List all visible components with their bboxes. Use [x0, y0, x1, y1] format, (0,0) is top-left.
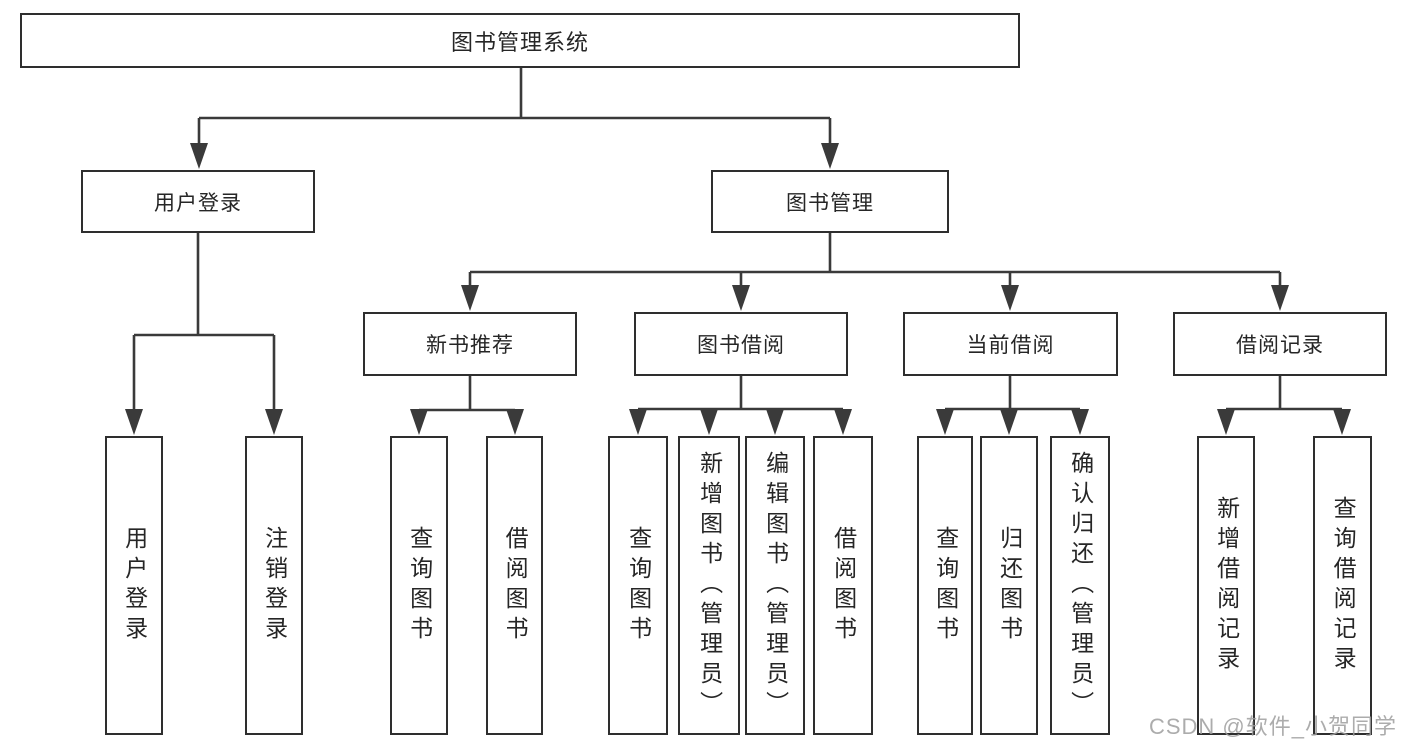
leaf-borrow-query-books-label: 查询图书	[625, 525, 652, 646]
leaf-newbook-borrow-books: 借阅图书	[486, 436, 543, 735]
leaf-current-return-books-label: 归还图书	[996, 525, 1023, 646]
leaf-logout: 注销登录	[245, 436, 303, 735]
node-user-login-label: 用户登录	[154, 191, 242, 215]
leaf-newbook-borrow-books-label: 借阅图书	[502, 525, 529, 646]
leaf-borrow-edit-books-admin: 编辑图书（管理员）	[745, 436, 805, 735]
node-book-management: 图书管理	[711, 170, 949, 233]
csdn-watermark: CSDN @软件_小贺同学	[1148, 714, 1397, 739]
leaf-current-confirm-return-admin: 确认归还（管理员）	[1050, 436, 1110, 735]
leaf-current-return-books: 归还图书	[980, 436, 1038, 735]
node-new-book-recommend: 新书推荐	[363, 312, 577, 376]
leaf-newbook-query-books-label: 查询图书	[406, 525, 433, 646]
leaf-logout-label: 注销登录	[261, 525, 288, 646]
node-current-borrow: 当前借阅	[903, 312, 1118, 376]
leaf-record-add-borrow-record-label: 新增借阅记录	[1213, 495, 1240, 676]
leaf-user-login-label: 用户登录	[121, 525, 148, 646]
leaf-current-confirm-return-admin-label: 确认归还（管理员）	[1067, 450, 1094, 721]
leaf-borrow-borrow-books-label: 借阅图书	[830, 525, 857, 646]
leaf-borrow-borrow-books: 借阅图书	[813, 436, 873, 735]
node-user-login: 用户登录	[81, 170, 315, 233]
node-new-book-recommend-label: 新书推荐	[426, 334, 514, 357]
leaf-record-add-borrow-record: 新增借阅记录	[1197, 436, 1255, 735]
node-borrow-record: 借阅记录	[1173, 312, 1387, 376]
leaf-borrow-query-books: 查询图书	[608, 436, 668, 735]
node-book-borrow: 图书借阅	[634, 312, 848, 376]
leaf-current-query-books-label: 查询图书	[932, 525, 959, 646]
node-book-management-label: 图书管理	[786, 191, 874, 215]
node-current-borrow-label: 当前借阅	[966, 334, 1055, 357]
node-root: 图书管理系统	[20, 13, 1020, 68]
node-root-label: 图书管理系统	[450, 29, 589, 55]
leaf-user-login: 用户登录	[105, 436, 163, 735]
leaf-borrow-edit-books-admin-label: 编辑图书（管理员）	[762, 450, 789, 721]
node-borrow-record-label: 借阅记录	[1236, 334, 1324, 357]
leaf-record-query-borrow-record: 查询借阅记录	[1313, 436, 1372, 735]
leaf-newbook-query-books: 查询图书	[390, 436, 448, 735]
leaf-borrow-add-books-admin-label: 新增图书（管理员）	[696, 450, 723, 721]
leaf-borrow-add-books-admin: 新增图书（管理员）	[678, 436, 740, 735]
leaf-current-query-books: 查询图书	[917, 436, 973, 735]
node-book-borrow-label: 图书借阅	[697, 334, 785, 357]
leaf-record-query-borrow-record-label: 查询借阅记录	[1330, 495, 1357, 676]
